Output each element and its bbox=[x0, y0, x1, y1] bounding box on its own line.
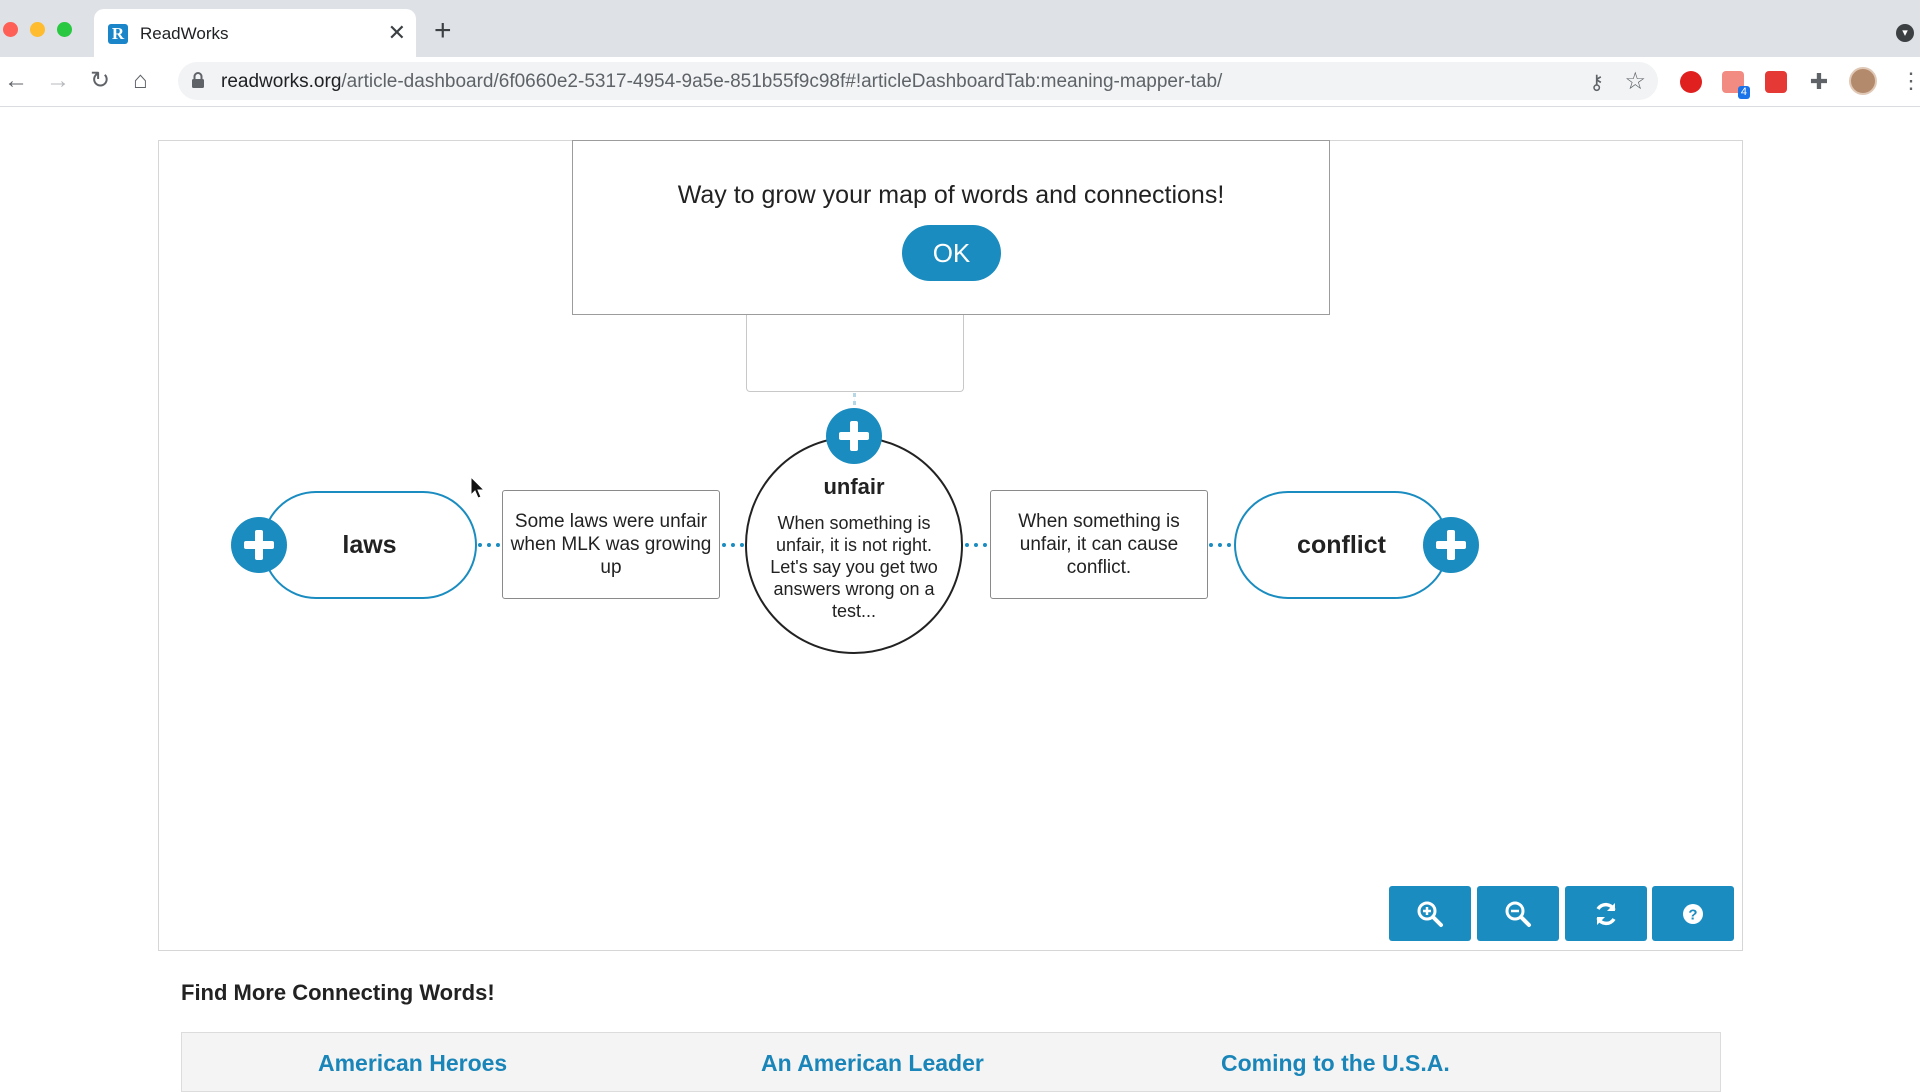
url-domain: readworks.org bbox=[221, 71, 342, 92]
key-icon[interactable]: ⚷ bbox=[1589, 72, 1604, 94]
word-node-laws[interactable]: laws bbox=[262, 491, 477, 599]
url-path: /article-dashboard/6f0660e2-5317-4954-9a… bbox=[341, 71, 1223, 92]
forward-arrow-icon[interactable]: → bbox=[46, 67, 70, 94]
dialog-message: Way to grow your map of words and connec… bbox=[677, 181, 1225, 209]
bookmark-star-icon[interactable]: ☆ bbox=[1624, 68, 1646, 95]
add-right-plus-icon[interactable] bbox=[1423, 517, 1479, 573]
reload-icon[interactable]: ↻ bbox=[90, 67, 111, 94]
connector-dots bbox=[722, 543, 744, 547]
extensions-puzzle-icon[interactable]: ✚ bbox=[1809, 69, 1829, 94]
connection-text: When something is unfair, it can cause c… bbox=[1018, 511, 1180, 578]
refresh-icon bbox=[1596, 902, 1616, 926]
empty-connection-card[interactable] bbox=[746, 313, 964, 392]
svg-text:?: ? bbox=[1688, 907, 1697, 924]
center-word-node[interactable]: unfair When something is unfair, it is n… bbox=[745, 436, 963, 654]
connection-box-right[interactable]: When something is unfair, it can cause c… bbox=[990, 490, 1208, 599]
article-link[interactable]: Coming to the U.S.A. bbox=[1221, 1050, 1450, 1076]
address-bar[interactable]: readworks.org/article-dashboard/6f0660e2… bbox=[178, 62, 1658, 100]
readworks-favicon-icon: R bbox=[108, 24, 128, 44]
word-node-label: conflict bbox=[1297, 531, 1386, 559]
browser-tab[interactable]: R ReadWorks ✕ bbox=[94, 9, 416, 57]
back-arrow-icon[interactable]: ← bbox=[4, 67, 28, 94]
url-text: readworks.org/article-dashboard/6f0660e2… bbox=[221, 71, 1222, 93]
help-icon: ? bbox=[1683, 904, 1703, 924]
close-window-button[interactable] bbox=[3, 22, 18, 37]
word-node-conflict[interactable]: conflict bbox=[1234, 491, 1449, 599]
zoom-out-icon bbox=[1505, 901, 1531, 927]
extension-badge-count: 4 bbox=[1737, 86, 1750, 99]
center-word-title: unfair bbox=[823, 474, 885, 499]
tab-close-icon[interactable]: ✕ bbox=[387, 20, 406, 45]
opera-extension-icon[interactable] bbox=[1680, 71, 1702, 93]
add-top-plus-icon[interactable] bbox=[826, 408, 882, 464]
new-tab-plus-icon[interactable]: + bbox=[434, 14, 452, 47]
word-node-label: laws bbox=[342, 531, 397, 559]
tab-title: ReadWorks bbox=[140, 24, 229, 43]
article-link[interactable]: An American Leader bbox=[761, 1050, 984, 1076]
extension-badge-icon[interactable]: 4 bbox=[1722, 71, 1750, 99]
ok-button[interactable]: OK bbox=[902, 225, 1001, 281]
connector-dots bbox=[478, 543, 500, 547]
maximize-window-button[interactable] bbox=[57, 22, 72, 37]
connector-dots bbox=[853, 393, 856, 405]
success-dialog: Way to grow your map of words and connec… bbox=[572, 140, 1330, 315]
browser-menu-icon[interactable]: ⋮ bbox=[1900, 68, 1920, 93]
refresh-button[interactable] bbox=[1565, 886, 1647, 941]
help-button[interactable]: ? bbox=[1652, 886, 1734, 941]
zoom-out-button[interactable] bbox=[1477, 886, 1559, 941]
connector-dots bbox=[965, 543, 987, 547]
add-left-plus-icon[interactable] bbox=[231, 517, 287, 573]
home-icon[interactable]: ⌂ bbox=[133, 67, 148, 94]
zoom-in-icon bbox=[1417, 901, 1443, 927]
article-link[interactable]: American Heroes bbox=[318, 1050, 508, 1076]
minimize-window-button[interactable] bbox=[30, 22, 45, 37]
more-words-heading: Find More Connecting Words! bbox=[181, 980, 495, 1005]
mouse-cursor-icon bbox=[470, 476, 486, 499]
connection-box-left[interactable]: Some laws were unfair when MLK was growi… bbox=[502, 490, 720, 599]
lock-icon bbox=[192, 72, 204, 88]
profile-avatar[interactable] bbox=[1849, 67, 1877, 95]
browser-toolbar: ← → ↻ ⌂ readworks.org/article-dashboard/… bbox=[0, 57, 1920, 107]
zoom-in-button[interactable] bbox=[1389, 886, 1471, 941]
connector-dots bbox=[1209, 543, 1231, 547]
tab-strip: R ReadWorks ✕ + ▾ bbox=[0, 0, 1920, 57]
connection-text: Some laws were unfair when MLK was growi… bbox=[510, 511, 712, 578]
dice-extension-icon[interactable] bbox=[1765, 71, 1787, 93]
tab-search-chevron-icon[interactable]: ▾ bbox=[1896, 24, 1914, 42]
related-articles-bar: American Heroes An American Leader Comin… bbox=[181, 1032, 1721, 1092]
center-word-definition: When something is unfair, it is not righ… bbox=[770, 513, 938, 621]
